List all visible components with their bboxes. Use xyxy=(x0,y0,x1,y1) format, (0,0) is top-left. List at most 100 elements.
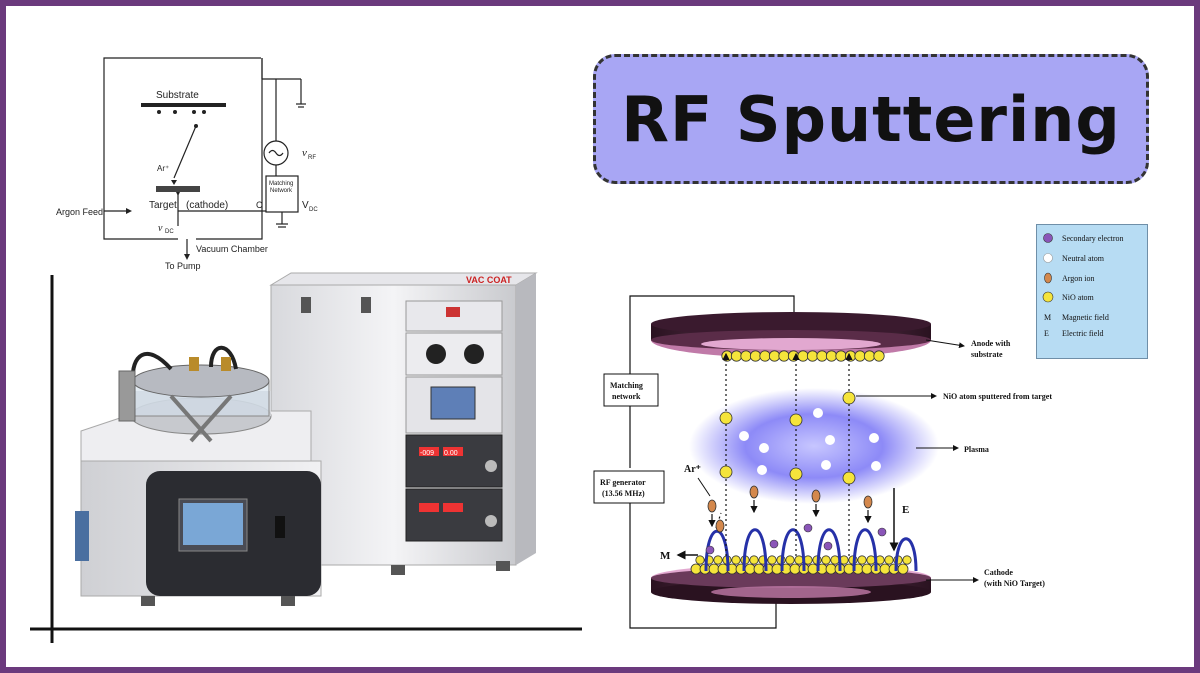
nio-atom xyxy=(749,555,759,565)
nio-atom xyxy=(863,350,876,362)
nio-atom xyxy=(866,555,876,565)
vdc-left-label: v xyxy=(158,223,163,234)
anode-plate xyxy=(651,312,931,358)
legend-nio-atom: NiO atom xyxy=(1042,291,1095,303)
vdc-left-sub: DC xyxy=(165,229,174,235)
substrate-plate xyxy=(141,103,226,107)
svg-text:Neutral atom: Neutral atom xyxy=(1062,254,1105,263)
nio-atom xyxy=(861,563,873,575)
readout-1: -009 xyxy=(420,450,434,457)
sputtered-nio-atoms xyxy=(719,391,856,485)
nio-atom xyxy=(873,350,885,362)
cathode-nio-atoms xyxy=(690,555,912,575)
target-label: Target xyxy=(149,200,177,211)
magnetic-field-loops xyxy=(704,528,918,572)
nio-atom xyxy=(753,563,765,575)
vdc-right-sub: DC xyxy=(309,207,318,213)
axis-lines xyxy=(30,275,582,643)
svg-text:Magnetic field: Magnetic field xyxy=(1062,313,1109,322)
nio-atom xyxy=(844,350,857,362)
nio-atom xyxy=(730,350,743,362)
cathode-label-1: Cathode xyxy=(984,568,1013,577)
nio-atom xyxy=(854,350,866,362)
rf-circuit-schematic: Substrate Ar⁺ Target (cathode) Argon Fee… xyxy=(56,57,318,271)
nio-atom xyxy=(830,555,840,565)
svg-text:Argon ion: Argon ion xyxy=(1062,274,1095,283)
nio-atom xyxy=(902,555,912,565)
nio-atom xyxy=(771,563,783,575)
nio-atom xyxy=(897,563,909,575)
nio-atom xyxy=(768,350,781,362)
nio-atom xyxy=(816,350,828,362)
matching-network-text-2: network xyxy=(612,392,641,401)
nio-atom xyxy=(789,563,801,575)
nio-atom xyxy=(749,350,762,362)
page-title: RF Sputtering xyxy=(621,82,1121,156)
nio-atom xyxy=(759,350,771,362)
nio-atom xyxy=(825,563,837,575)
plasma-diagram: Matching network RF generator (13.56 MHz… xyxy=(593,295,1052,629)
nio-atom xyxy=(825,350,838,362)
vacuum-chamber-label: Vacuum Chamber xyxy=(196,244,268,254)
rf-generator-text-1: RF generator xyxy=(600,478,646,487)
svg-text:Secondary electron: Secondary electron xyxy=(1062,234,1124,243)
secondary-electrons xyxy=(705,523,887,555)
nio-atom xyxy=(787,350,800,362)
svg-text:E: E xyxy=(1044,329,1049,338)
nio-atom xyxy=(807,563,819,575)
capacitor-label: C xyxy=(256,200,263,210)
svg-text:M: M xyxy=(1044,313,1051,322)
nio-atom xyxy=(884,555,894,565)
nio-atom xyxy=(794,555,804,565)
target-plate xyxy=(156,186,200,192)
anode-label-1: Anode with xyxy=(971,339,1011,348)
legend-secondary-electron: Secondary electron xyxy=(1043,233,1124,243)
rf-generator-text-2: (13.56 MHz) xyxy=(602,489,645,498)
argon-feed-label: Argon Feed xyxy=(56,207,103,217)
readout-2: 0.00 xyxy=(444,450,458,457)
nio-atom xyxy=(797,350,809,362)
vrf-label: v xyxy=(302,147,307,159)
nio-atom xyxy=(857,555,867,565)
legend-box: Secondary electron Neutral atom Argon io… xyxy=(1036,224,1148,359)
sputtering-machine: VAC COAT -009 0.00 xyxy=(75,272,538,606)
matching-network-label-1: Matching xyxy=(269,181,293,187)
nio-atom xyxy=(835,350,847,362)
substrate-label: Substrate xyxy=(156,90,199,101)
nio-atom xyxy=(713,555,723,565)
nio-atom xyxy=(843,563,855,575)
legend-argon-ion: Argon ion xyxy=(1044,272,1095,284)
e-field-label: E xyxy=(902,504,909,516)
nio-atom xyxy=(821,555,831,565)
to-pump-label: To Pump xyxy=(165,261,201,271)
nio-atom xyxy=(744,563,756,575)
ar-ion-text: Ar⁺ xyxy=(684,464,701,475)
ar-ion-label: Ar⁺ xyxy=(157,164,169,173)
nio-atom xyxy=(879,563,891,575)
neutral-atoms xyxy=(739,408,881,475)
brand-label: VAC COAT xyxy=(466,275,512,285)
matching-network-label-2: Network xyxy=(270,188,293,194)
nio-atom xyxy=(806,350,819,362)
vrf-sub: RF xyxy=(308,155,316,161)
m-field-label: M xyxy=(660,550,671,562)
title-box: RF Sputtering xyxy=(593,54,1149,184)
legend-electric-field: E Electric field xyxy=(1044,329,1104,338)
nio-sputtered-label: NiO atom sputtered from target xyxy=(943,392,1052,401)
nio-atom xyxy=(690,563,702,575)
svg-text:NiO atom: NiO atom xyxy=(1062,293,1095,302)
anode-label-2: substrate xyxy=(971,350,1003,359)
cathode-label-2: (with NiO Target) xyxy=(984,579,1045,588)
nio-atom xyxy=(767,555,777,565)
legend-neutral-atom: Neutral atom xyxy=(1043,253,1105,263)
anode-nio-atoms xyxy=(721,350,885,362)
rf-generator-box xyxy=(593,470,665,504)
matching-network-box xyxy=(603,373,659,407)
argon-ions xyxy=(707,485,873,533)
nio-atom xyxy=(740,350,752,362)
vdc-right-label: V xyxy=(302,200,309,211)
nio-atom xyxy=(708,563,720,575)
nio-atom xyxy=(695,555,705,565)
nio-atom xyxy=(785,555,795,565)
